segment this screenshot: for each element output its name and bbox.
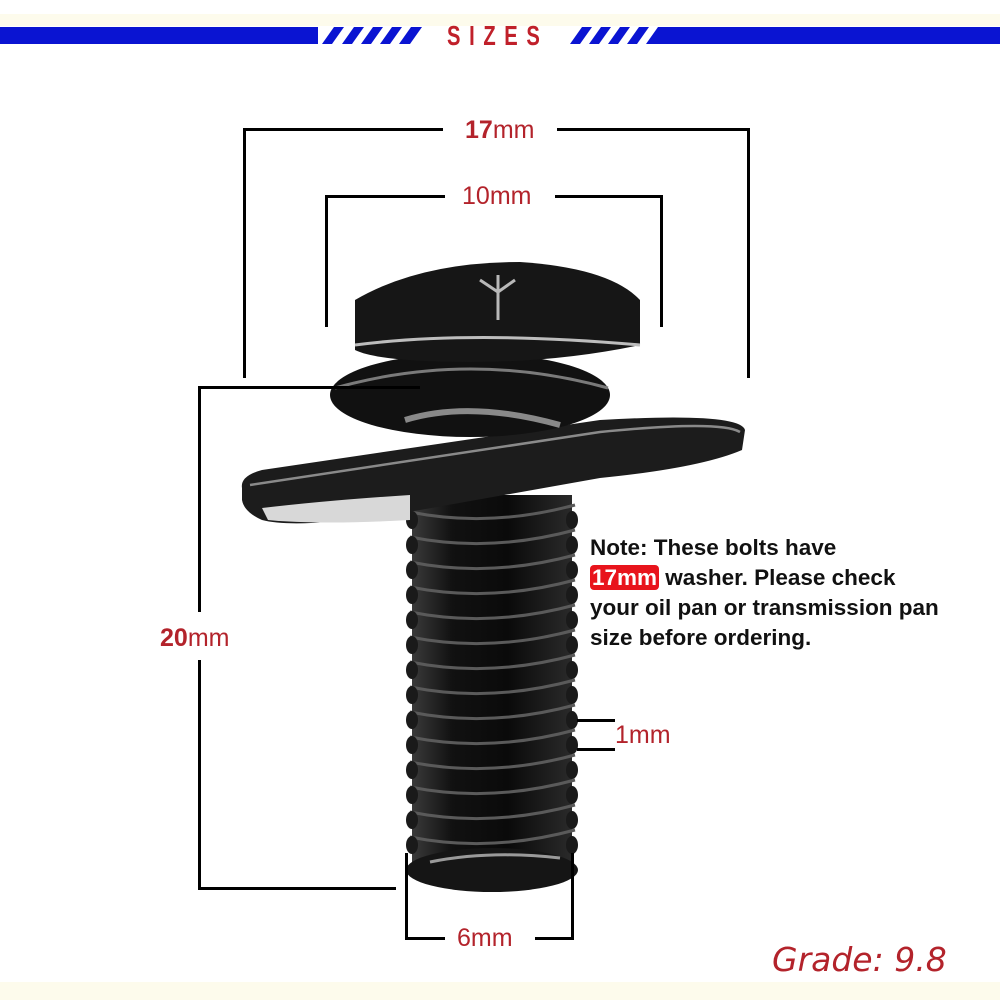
grade-label: Grade: 9.8 (772, 940, 947, 979)
head-width-label: 10mm (462, 182, 532, 210)
dim-line-6-left-h (405, 937, 445, 940)
note-line-4: size before ordering. (590, 625, 812, 650)
dim-line-20-bottom-h (198, 887, 396, 890)
length-label: 20mm (160, 624, 230, 652)
thread-pitch-label: 1mm (615, 721, 671, 749)
dim-line-1-top (577, 719, 615, 722)
washer-diameter-label: 17mm (465, 116, 535, 144)
thread-diameter-label: 6mm (457, 924, 513, 952)
note-line-1: Note: These bolts have (590, 535, 837, 560)
dim-line-20-top-h (198, 386, 420, 389)
dim-line-10-left-v (325, 195, 328, 327)
dim-line-10-right-v (660, 195, 663, 327)
footer-tint (0, 982, 1000, 1000)
thread-lines (409, 503, 576, 846)
washer-note: Note: These bolts have 17mm washer. Plea… (590, 533, 990, 653)
dim-line-17-left-v (243, 128, 246, 378)
header-tint (0, 14, 1000, 26)
dim-line-20-v-lower (198, 660, 201, 890)
dim-line-17-right-v (747, 128, 750, 378)
dim-line-10-right-h (555, 195, 663, 198)
dim-line-6-right-v (571, 853, 574, 940)
dim-line-1-bottom (577, 748, 615, 751)
page-title: SIZES (447, 20, 549, 51)
dim-line-17-left-h (243, 128, 443, 131)
note-highlight-badge: 17mm (590, 565, 660, 590)
dim-line-6-right-h (535, 937, 574, 940)
note-line-3: your oil pan or transmission pan (590, 595, 939, 620)
sizes-banner (0, 27, 1000, 44)
dim-line-20-v-upper (198, 386, 201, 612)
dim-line-17-right-h (557, 128, 750, 131)
stripes-left-icon (322, 27, 422, 44)
dim-line-6-left-v (405, 853, 408, 940)
dim-line-10-left-h (325, 195, 445, 198)
note-line-2: 17mm washer. Please check (590, 565, 896, 590)
stripes-right-icon (570, 27, 1000, 44)
